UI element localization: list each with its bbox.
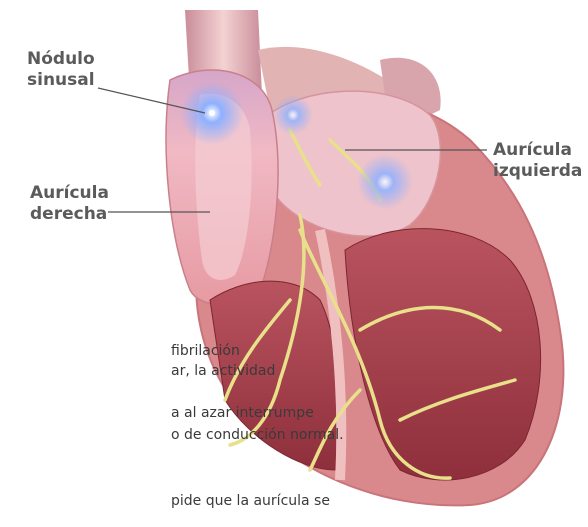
atrial-glow — [273, 95, 313, 135]
caption-line: o de conducción normal. — [171, 425, 344, 445]
caption-line: a al azar interrumpe — [171, 403, 314, 423]
left-atrium-label: Aurícula izquierda — [493, 140, 582, 182]
right-atrium-label: Aurícula derecha — [30, 183, 109, 225]
caption-line: ar, la actividad — [171, 361, 275, 381]
caption-line: pide que la aurícula se — [171, 491, 330, 511]
sa-node-label: Nódulo sinusal — [27, 49, 95, 91]
caption-line: fibrilación — [171, 341, 240, 361]
atrial-glow — [357, 154, 413, 210]
